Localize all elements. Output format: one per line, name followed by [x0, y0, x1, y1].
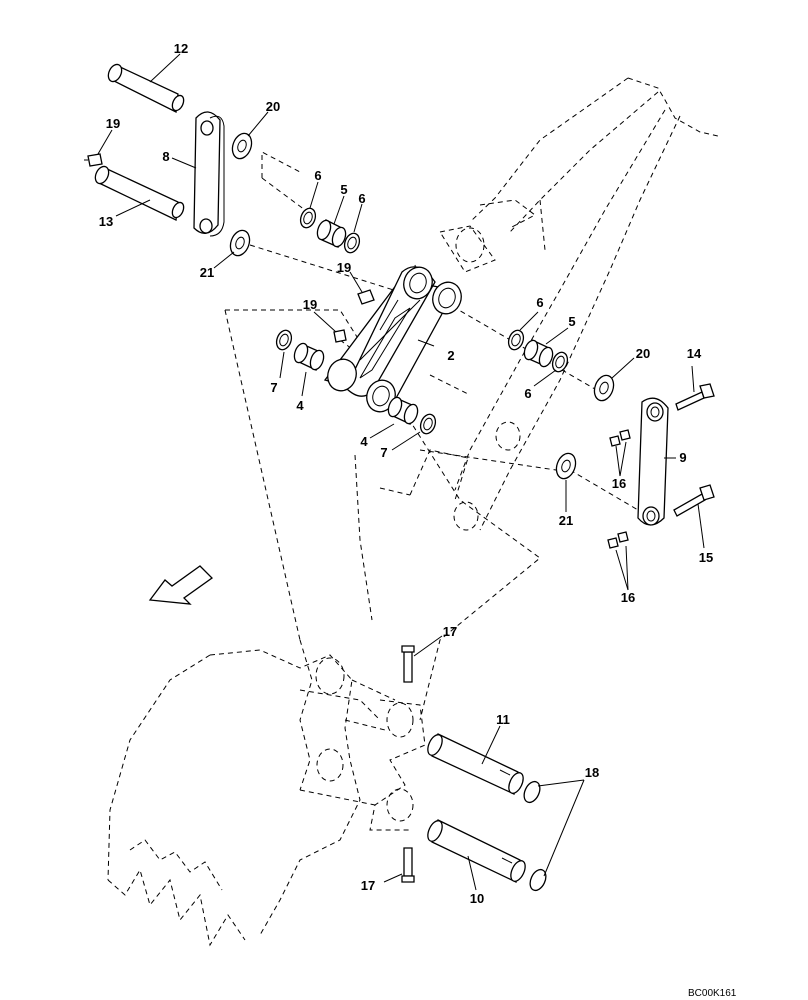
callout-15: 15 [699, 550, 713, 565]
callout-7-b: 7 [380, 445, 387, 460]
callout-5-b: 5 [568, 314, 575, 329]
callout-9: 9 [679, 450, 686, 465]
callout-17-upper: 17 [443, 624, 457, 639]
bucket-outline [107, 309, 541, 947]
callout-20-lower: 20 [636, 346, 650, 361]
pin-12 [107, 63, 185, 113]
link-8 [193, 111, 225, 237]
callout-6-c: 6 [536, 295, 543, 310]
callout-11: 11 [496, 712, 510, 727]
callout-21-upper: 21 [200, 265, 214, 280]
link-9 [637, 397, 669, 526]
drawing-code: BC00K161 [688, 988, 737, 999]
pin-11 [427, 733, 524, 795]
seal-6c [507, 329, 525, 351]
callout-19-lower: 19 [303, 297, 317, 312]
callout-6-d: 6 [524, 386, 531, 401]
snap-ring-18a [523, 780, 541, 804]
bushing-5a [316, 219, 347, 248]
pin-13 [94, 165, 185, 221]
callout-2: 2 [447, 348, 454, 363]
callout-17-lower: 17 [361, 878, 375, 893]
callout-12: 12 [174, 41, 188, 56]
lock-bolt-17a [401, 645, 415, 683]
shim-21b [555, 452, 577, 480]
callout-21-lower: 21 [559, 513, 573, 528]
callout-4-b: 4 [360, 434, 368, 449]
nuts-16a [609, 429, 631, 447]
bushing-5b [523, 339, 554, 368]
callout-19-mid: 19 [337, 260, 351, 275]
snap-ring-18b [529, 868, 547, 892]
callout-6-b: 6 [358, 191, 365, 206]
callout-13: 13 [99, 214, 113, 229]
bolt-14 [675, 383, 715, 411]
seal-7b [419, 413, 437, 435]
callout-7-a: 7 [270, 380, 277, 395]
leader-lines [97, 53, 705, 891]
callout-4-a: 4 [296, 398, 304, 413]
lock-bolt-17b [401, 847, 415, 883]
callout-6-a: 6 [314, 168, 321, 183]
arrow-icon [148, 565, 214, 605]
seal-6a [299, 207, 317, 229]
callout-14: 14 [687, 346, 702, 361]
grease-fitting-19b [357, 289, 375, 305]
grease-fitting-19c [333, 329, 347, 343]
callout-16-upper: 16 [612, 476, 626, 491]
seal-6d [551, 351, 569, 373]
callout-labels: 12 19 8 20 13 21 6 5 6 19 19 2 6 5 6 20 … [99, 41, 713, 906]
bolt-15 [673, 484, 715, 517]
callout-10: 10 [470, 891, 484, 906]
bushing-4a [293, 342, 325, 371]
shim-21a [229, 229, 251, 257]
callout-8: 8 [162, 149, 169, 164]
callout-16-lower: 16 [621, 590, 635, 605]
nuts-16b [607, 531, 629, 549]
pin-10 [427, 819, 526, 883]
callout-5-a: 5 [340, 182, 347, 197]
grease-fitting-19a [84, 153, 103, 167]
shim-20a [231, 132, 253, 160]
callout-19-left: 19 [106, 116, 120, 131]
callout-20-upper: 20 [266, 99, 280, 114]
h-link-2 [323, 266, 462, 413]
bushing-4b [387, 396, 419, 425]
seal-7a [275, 329, 293, 351]
seal-6b [343, 232, 361, 254]
callout-18: 18 [585, 765, 599, 780]
shim-20b [593, 374, 615, 402]
